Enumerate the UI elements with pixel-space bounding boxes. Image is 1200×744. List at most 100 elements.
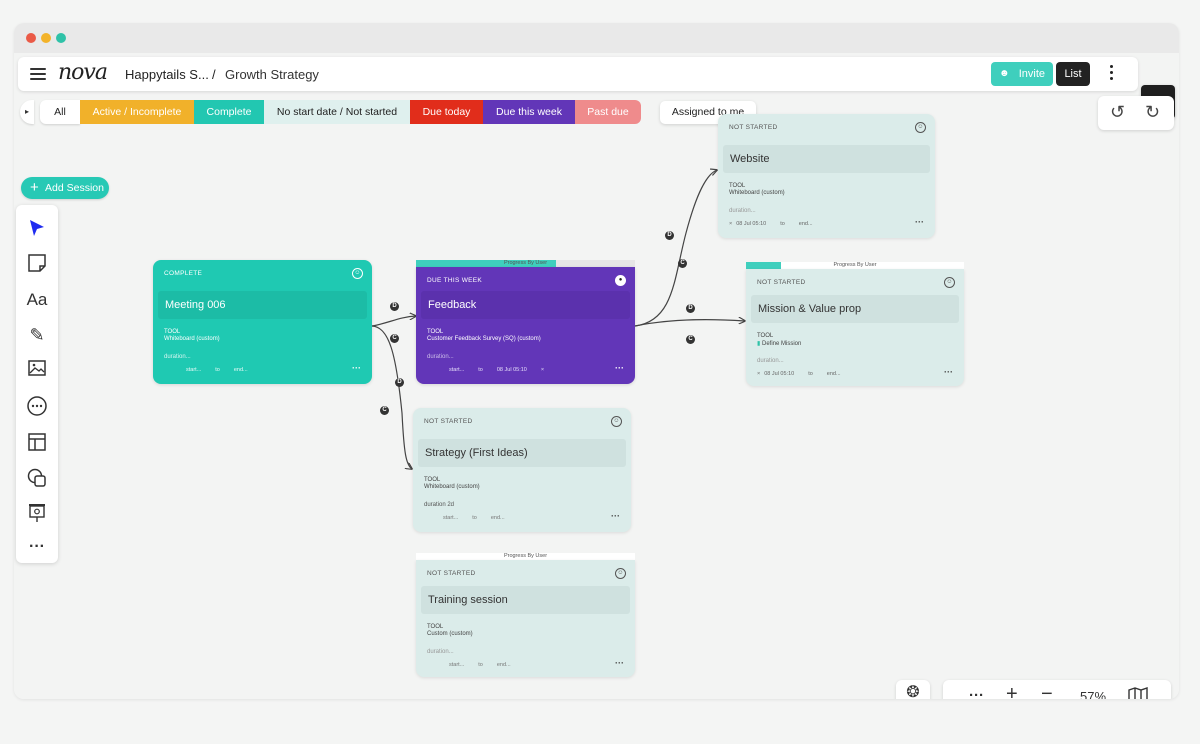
menu-icon[interactable] [30, 68, 46, 80]
image-icon[interactable] [25, 358, 49, 382]
undo-icon[interactable]: ↺ [1110, 102, 1126, 122]
more-options-icon[interactable] [1110, 65, 1114, 83]
layout-icon[interactable] [25, 432, 49, 456]
card-tool-label: TOOL [164, 329, 181, 335]
card-duration[interactable]: duration... [757, 358, 784, 364]
session-card-training[interactable]: NOT STARTED ☺ Training session TOOL Cust… [416, 560, 635, 677]
more-options-icon[interactable]: ··· [969, 687, 984, 699]
condition-badge[interactable]: C [380, 406, 389, 415]
card-status: NOT STARTED [424, 418, 473, 425]
invite-label: Invite [1018, 68, 1045, 80]
pencil-icon[interactable]: ✎ [29, 325, 45, 345]
help-button[interactable]: ❂ help [896, 680, 930, 699]
card-menu-icon[interactable]: ··· [915, 217, 924, 227]
card-menu-icon[interactable]: ··· [615, 658, 624, 668]
card-tool-value[interactable]: Custom (custom) [427, 631, 473, 637]
edge-meeting-to-feedback [371, 316, 416, 327]
tools-toolbar: Aa ✎ ··· [16, 205, 58, 563]
card-status: NOT STARTED [427, 570, 476, 577]
condition-badge[interactable]: C [390, 334, 399, 343]
breadcrumb-project[interactable]: Happytails S... [125, 67, 209, 82]
session-card-website[interactable]: NOT STARTED ☺ Website TOOL Whiteboard (c… [718, 114, 935, 238]
dependency-badge[interactable]: D [395, 378, 404, 387]
mission-progress-bar: Progress By User [746, 262, 964, 269]
dependency-badge[interactable]: D [390, 302, 399, 311]
map-icon[interactable] [1127, 686, 1149, 699]
card-menu-icon[interactable]: ··· [611, 511, 620, 521]
invite-button[interactable]: ☻ Invite [991, 62, 1053, 86]
sticky-note-icon[interactable] [25, 253, 49, 277]
card-tool-value[interactable]: Whiteboard (custom) [164, 336, 220, 342]
card-title[interactable]: Website [723, 145, 930, 173]
nova-logo[interactable]: nova [58, 60, 108, 85]
cursor-icon[interactable] [25, 218, 49, 242]
zoom-in-icon[interactable]: + [1006, 683, 1018, 699]
zoom-out-icon[interactable]: − [1041, 683, 1053, 699]
session-card-mission-value-prop[interactable]: NOT STARTED ☺ Mission & Value prop TOOL … [746, 269, 964, 386]
card-duration[interactable]: duration 2d [424, 502, 455, 508]
session-card-strategy[interactable]: NOT STARTED ☺ Strategy (First Ideas) TOO… [413, 408, 631, 532]
status-filter-bar: ▸ All Active / Incomplete Complete No st… [20, 100, 641, 124]
dependency-badge[interactable]: D [686, 304, 695, 313]
filter-due-today[interactable]: Due today [410, 100, 483, 124]
board-canvas[interactable]: nova Happytails S... / Growth Strategy ☻… [14, 53, 1179, 699]
card-menu-icon[interactable]: ··· [615, 363, 624, 373]
card-tool-value[interactable]: Whiteboard (custom) [424, 484, 480, 490]
user-face-icon[interactable]: ☺ [611, 416, 622, 427]
card-duration[interactable]: duration... [427, 649, 454, 655]
card-menu-icon[interactable]: ··· [944, 367, 953, 377]
maximize-window-dot[interactable] [56, 33, 66, 43]
user-face-icon[interactable]: ☺ [915, 122, 926, 133]
dependency-badge[interactable]: D [665, 231, 674, 240]
card-title[interactable]: Feedback [421, 291, 630, 319]
redo-icon[interactable]: ↻ [1145, 102, 1161, 122]
presentation-icon[interactable] [25, 502, 49, 526]
close-window-dot[interactable] [26, 33, 36, 43]
add-session-button[interactable]: + Add Session [21, 177, 109, 199]
top-bar: nova Happytails S... / Growth Strategy ☻… [18, 57, 1138, 91]
condition-badge[interactable]: C [678, 259, 687, 268]
card-title[interactable]: Mission & Value prop [751, 295, 959, 323]
comment-icon[interactable] [25, 395, 49, 419]
card-menu-icon[interactable]: ··· [352, 363, 361, 373]
user-face-icon[interactable]: ☺ [944, 277, 955, 288]
filter-complete[interactable]: Complete [194, 100, 264, 124]
title-bar [14, 23, 1179, 53]
user-face-icon[interactable]: ☺ [352, 268, 363, 279]
plus-icon: + [30, 179, 39, 196]
filter-due-this-week[interactable]: Due this week [483, 100, 575, 124]
text-icon[interactable]: Aa [26, 290, 48, 309]
card-duration[interactable]: duration... [729, 208, 756, 214]
add-session-label: Add Session [45, 182, 104, 194]
shapes-icon[interactable] [25, 467, 49, 491]
session-card-meeting-006[interactable]: COMPLETE ☺ Meeting 006 TOOL Whiteboard (… [153, 260, 372, 384]
card-duration[interactable]: duration... [164, 354, 191, 360]
filter-active-incomplete[interactable]: Active / Incomplete [80, 100, 194, 124]
condition-badge[interactable]: C [686, 335, 695, 344]
minimize-window-dot[interactable] [41, 33, 51, 43]
card-tool-value[interactable]: ▮ Define Mission [757, 341, 802, 347]
list-view-button[interactable]: List [1056, 62, 1090, 86]
training-progress-bar: Progress By User [416, 553, 635, 560]
user-face-icon[interactable]: ☺ [615, 568, 626, 579]
filter-toggle-icon[interactable]: ▸ [20, 100, 34, 124]
card-title[interactable]: Training session [421, 586, 630, 614]
user-avatar-icon[interactable]: ● [615, 275, 626, 286]
card-title[interactable]: Meeting 006 [158, 291, 367, 319]
card-duration[interactable]: duration... [427, 354, 454, 360]
zoom-controls: ··· + − 57% [943, 680, 1171, 699]
card-tool-value[interactable]: Customer Feedback Survey (SQ) (custom) [427, 336, 541, 342]
more-tools-icon[interactable]: ··· [29, 538, 45, 555]
session-card-feedback[interactable]: DUE THIS WEEK ● Feedback TOOL Customer F… [416, 267, 635, 384]
filter-all[interactable]: All [40, 100, 80, 124]
card-title[interactable]: Strategy (First Ideas) [418, 439, 626, 467]
filter-past-due[interactable]: Past due [575, 100, 641, 124]
card-tool-value[interactable]: Whiteboard (custom) [729, 190, 785, 196]
filter-no-start-date[interactable]: No start date / Not started [264, 100, 410, 124]
